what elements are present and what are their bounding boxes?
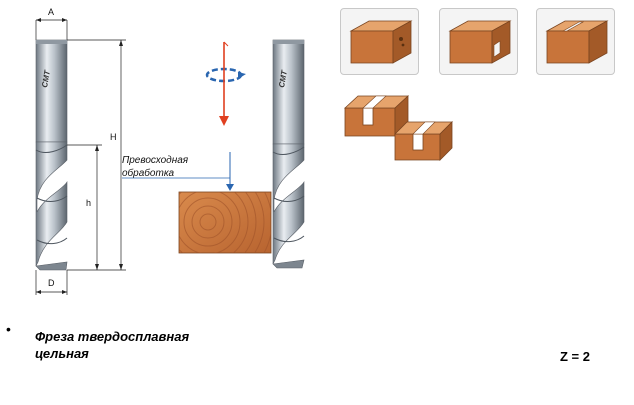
finish-annotation: Превосходная обработка	[122, 152, 234, 191]
thumbnail-slot	[536, 8, 615, 75]
thumbnail-groove	[340, 8, 419, 75]
annotation-line2: обработка	[122, 167, 175, 179]
rotation-feed-indicator	[205, 41, 246, 126]
product-title-line2: цельная	[35, 346, 89, 361]
dimensioned-bit: A CMT H h	[35, 7, 126, 295]
brand-logo: CMT	[40, 69, 52, 89]
wood-workpiece	[178, 191, 272, 254]
wood-block-step-icon	[448, 20, 512, 64]
dimension-h-cutting-label: h	[86, 198, 91, 208]
dimension-a: A	[35, 7, 68, 40]
annotation-line1: Превосходная	[122, 155, 189, 166]
dimension-h-cutting: h	[67, 144, 102, 270]
dimension-a-label: A	[48, 7, 54, 17]
dimension-h-total-label: H	[110, 132, 117, 142]
teeth-count: Z = 2	[560, 349, 590, 364]
dimension-h-total: H	[67, 39, 126, 271]
wood-block-slot-icon	[545, 20, 609, 64]
annotation-arrow-icon	[226, 184, 234, 191]
bit-shank	[35, 39, 68, 143]
thumbnail-step	[439, 8, 518, 75]
brand-logo-2: CMT	[277, 69, 289, 89]
bit-flutes	[35, 141, 68, 271]
working-bit: CMT	[272, 39, 305, 269]
wood-block-groove-icon	[349, 20, 413, 64]
dimension-d-label: D	[48, 278, 55, 288]
bullet-icon: •	[6, 321, 11, 337]
product-title-line1: Фреза твердосплавная	[35, 329, 190, 344]
dimension-d: D	[35, 270, 68, 295]
step-profile-icon	[394, 121, 453, 161]
product-title: Фреза твердосплавная цельная	[35, 328, 255, 362]
